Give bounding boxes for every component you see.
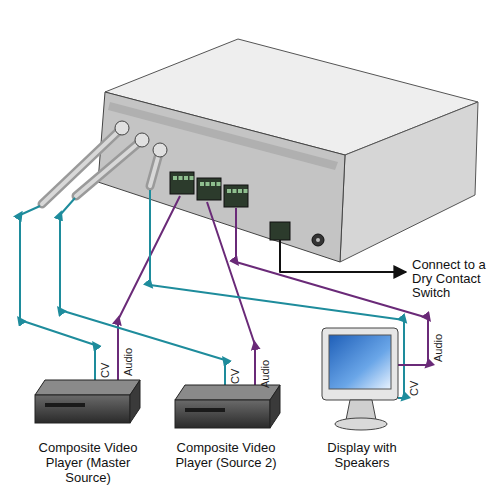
video-player	[175, 385, 280, 428]
terminal-screw	[217, 182, 221, 186]
device-caption-node: Display with Speakers	[303, 440, 421, 470]
device-caption-node: Composite Video Player (Master Source)	[27, 440, 149, 485]
panel-rim	[108, 102, 338, 170]
device-name: Display with Speakers	[303, 440, 421, 470]
video-player	[35, 380, 140, 423]
terminal-screw	[173, 176, 177, 180]
power-pin	[316, 238, 320, 242]
terminal-screw	[190, 176, 194, 180]
player-side	[270, 385, 280, 428]
player-front	[35, 395, 130, 423]
terminal-screw	[238, 189, 242, 193]
contact-wire	[280, 240, 406, 272]
cables	[20, 190, 428, 398]
device-caption-node: Composite Video Player (Source 2)	[165, 440, 287, 470]
signal-label: CV	[229, 369, 242, 384]
player-top	[35, 380, 140, 395]
terminal-block	[170, 172, 194, 194]
device-side	[340, 102, 478, 262]
bnc-connectors	[42, 121, 167, 204]
connection-note: Connect to a Dry Contact Switch	[412, 258, 496, 300]
monitor-base	[335, 418, 387, 430]
terminal-screw	[179, 176, 183, 180]
bnc-jack	[135, 133, 149, 147]
terminal-screw	[233, 189, 237, 193]
cv-cable	[150, 190, 404, 398]
signal-label: Audio	[122, 348, 135, 376]
signal-label: CV	[99, 363, 112, 378]
terminal-screw	[244, 189, 248, 193]
monitor-frame	[322, 328, 398, 400]
device-rear-panel	[98, 92, 345, 262]
signal-label: Audio	[259, 360, 272, 388]
disc-tray	[45, 403, 85, 407]
player-front	[175, 400, 270, 428]
terminal-screw	[184, 176, 188, 180]
disc-tray	[185, 408, 225, 412]
signal-label: Audio	[432, 334, 445, 362]
terminal-screw	[227, 189, 231, 193]
terminal-screw	[206, 182, 210, 186]
terminal-screw	[200, 182, 204, 186]
signal-label: CV	[408, 381, 421, 396]
cv-cable	[20, 206, 95, 380]
display-monitor	[322, 328, 398, 430]
device-name: Composite Video Player (Source 2)	[165, 440, 287, 470]
device-name: Composite Video Player (Master Source)	[27, 440, 149, 485]
player-side	[130, 380, 140, 423]
bnc-jack	[115, 121, 129, 135]
terminal-block	[197, 178, 221, 200]
bnc-jack	[153, 143, 167, 157]
remote-terminal	[270, 222, 290, 240]
monitor-screen	[329, 335, 391, 389]
monitor-stand	[346, 400, 376, 420]
terminal-screw	[211, 182, 215, 186]
terminal-block	[224, 185, 248, 207]
bnc-plug	[76, 140, 142, 196]
terminal-blocks	[170, 172, 324, 246]
power-jack	[312, 234, 324, 246]
bnc-plug	[76, 140, 142, 196]
